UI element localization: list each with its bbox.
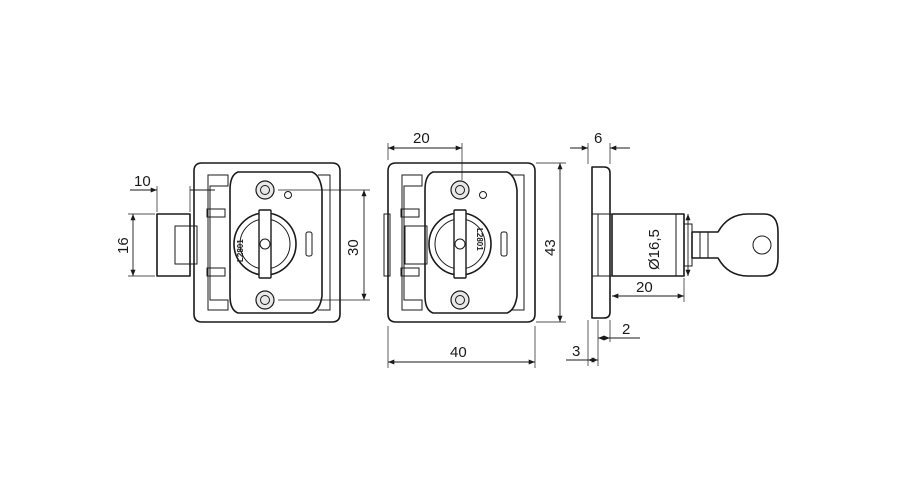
dim-30: 30 (345, 239, 362, 256)
screw-bottom (255, 290, 275, 310)
dim-20-top: 20 (413, 130, 430, 147)
cylinder-housing (229, 171, 323, 314)
dim-3: 3 (572, 343, 580, 360)
key-slot (258, 209, 272, 279)
dim-16: 16 (115, 237, 132, 254)
stamp-text-right: L2801 (475, 228, 484, 251)
bolt-slot (174, 225, 198, 265)
front-view-left: L2801 10 16 30 (115, 162, 370, 323)
screw-top (255, 180, 275, 200)
side-view: 6 Ø16,5 20 2 3 (566, 130, 779, 366)
front-view-right: L2801 20 40 43 (383, 130, 566, 368)
outer-plate-right (387, 162, 536, 323)
outer-plate (193, 162, 341, 323)
stamp-text-left: L2801 (236, 239, 245, 262)
side-plate (591, 166, 611, 319)
dim-10: 10 (134, 173, 151, 190)
dim-diameter: Ø16,5 (646, 229, 663, 270)
dim-40: 40 (450, 344, 467, 361)
indicator-dot (284, 191, 292, 199)
dim-6: 6 (594, 130, 602, 147)
dim-20-side: 20 (636, 279, 653, 296)
bolt-body (156, 213, 191, 277)
cylinder-housing-right (424, 171, 518, 314)
key (691, 213, 779, 277)
dim-2: 2 (622, 321, 630, 338)
key-hole (752, 235, 772, 255)
dim-43: 43 (542, 239, 559, 256)
